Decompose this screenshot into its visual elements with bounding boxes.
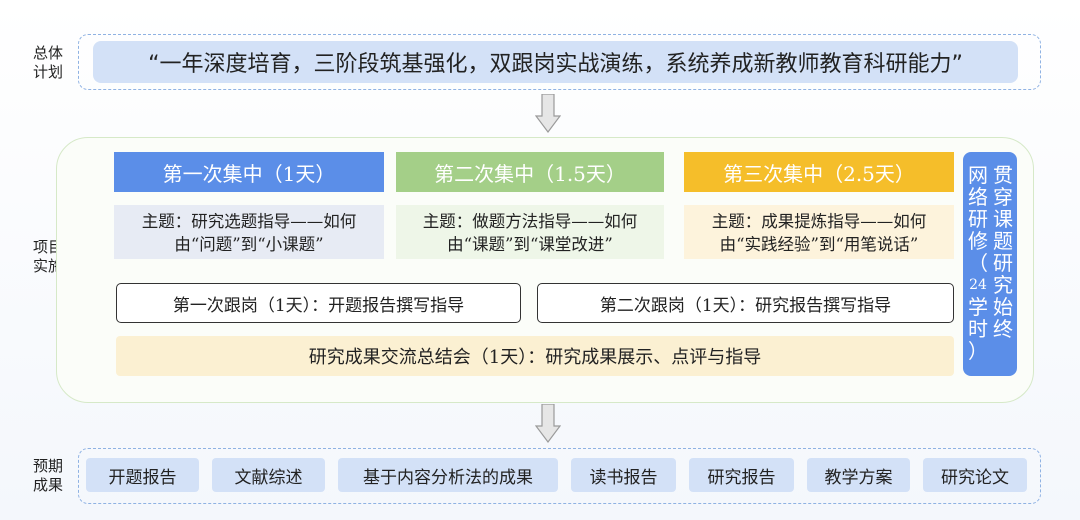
mentorship-1: 第一次跟岗（1天）：开题报告撰写指导 (116, 283, 521, 323)
phase-2-header: 第二次集中（1.5天） (396, 152, 664, 192)
phase-1-theme: 主题：研究选题指导——如何 由“问题”到“小课题” (114, 205, 384, 259)
outcomes-frame (78, 448, 1041, 504)
mentorship-2: 第二次跟岗（1天）：研究报告撰写指导 (537, 283, 954, 323)
outcome-item: 研究报告 (689, 458, 794, 492)
plan-label: 总体 计划 (32, 44, 63, 81)
down-arrow-icon (535, 404, 561, 443)
phase-1-header: 第一次集中（1天） (114, 152, 384, 192)
phase-3-header: 第三次集中（2.5天） (684, 152, 954, 192)
implementation-label: 项目 实施 (32, 238, 63, 275)
online-training-box: 贯 穿 课 题 研 究 始 终 网 络 研 修 （ 24 学 时 ） (963, 152, 1017, 376)
outcome-item: 文献综述 (212, 458, 325, 492)
plan-frame (78, 34, 1041, 90)
down-arrow-icon (535, 94, 561, 133)
outcome-item: 读书报告 (571, 458, 676, 492)
outcome-item: 开题报告 (86, 458, 199, 492)
plan-statement: “一年深度培育，三阶段筑基强化，双跟岗实战演练，系统养成新教师教育科研能力” (93, 41, 1018, 83)
outcome-item: 基于内容分析法的成果 (338, 458, 558, 492)
summary-meeting: 研究成果交流总结会（1天）：研究成果展示、点评与指导 (116, 336, 954, 376)
outcome-item: 教学方案 (807, 458, 910, 492)
phase-3-theme: 主题：成果提炼指导——如何 由“实践经验”到“用笔说话” (684, 205, 954, 259)
online-training-line-1: 贯 穿 课 题 研 究 始 终 (993, 163, 1013, 341)
online-training-line-2: 网 络 研 修 （ 24 学 时 ） (968, 163, 988, 363)
phase-2-theme: 主题：做题方法指导——如何 由“课题”到“课堂改进” (396, 205, 664, 259)
outcomes-label: 预期 成果 (32, 457, 63, 494)
outcome-item: 研究论文 (923, 458, 1027, 492)
